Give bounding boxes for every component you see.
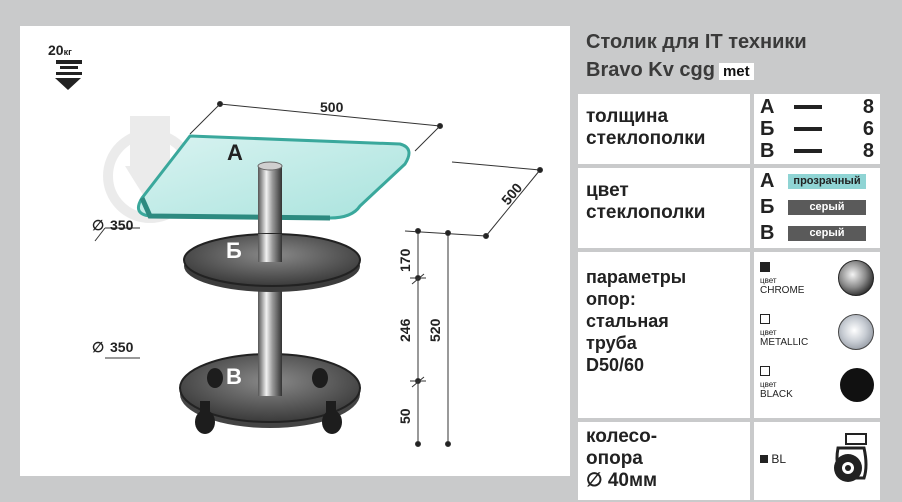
title-tag: met [718,63,754,80]
divider [750,168,754,248]
weight-unit: кг [63,47,72,57]
supports-label-2: опор: [586,289,636,309]
weight-value: 20 [48,42,64,58]
wheel-label-1: колесо- [586,426,658,447]
color-row: А прозрачный [760,170,876,192]
color-row: В серый [760,222,876,244]
color-label-1: цвет [586,180,629,201]
shelf-c-label: В [226,364,242,389]
color-section: цвет стеклополки А прозрачный Б серый В … [578,168,880,249]
dim-depth: 500 [498,180,525,208]
table-drawing: 500 500 ∅ 350 ∅ 350 170 246 50 520 А Б В [55,60,543,447]
support-option-chrome[interactable]: цвет CHROME [760,262,820,296]
divider [750,422,754,500]
color-swatch: серый [788,200,866,215]
supports-label-1: параметры [586,267,687,287]
dim-h-low: 50 [397,408,413,424]
checkbox-icon [760,314,770,324]
color-label-2: стеклополки [586,202,706,223]
divider [750,94,754,164]
color-swatch: серый [788,226,866,241]
divider [750,252,754,418]
checkbox-icon [760,455,768,463]
title-line-2: Bravo Kv cgg [586,59,715,81]
dim-diam-symbol-low: ∅ [92,339,104,355]
wheel-label-2: опора [586,448,643,469]
wheel-section: колесо- опора ∅ 40мм BL [578,422,880,501]
color-row: Б серый [760,196,876,218]
supports-label-4: труба [586,333,637,353]
support-option-metallic[interactable]: цвет METALLIC [760,314,820,348]
support-option-black[interactable]: цвет BLACK [760,366,820,400]
color-swatch: прозрачный [788,174,866,189]
product-drawing-panel: 500 500 ∅ 350 ∅ 350 170 246 50 520 А Б В… [20,26,570,476]
dim-diam-symbol-mid: ∅ [92,217,104,233]
wheel-label-3: ∅ 40мм [586,470,658,491]
dim-h-total: 520 [427,318,443,342]
shelf-a-label: А [227,140,243,165]
shelf-b-label: Б [226,238,242,263]
dim-width: 500 [320,99,344,115]
supports-label-3: стальная [586,311,669,331]
dim-diam-mid: 350 [110,217,134,233]
metallic-swatch-icon [838,314,874,350]
supports-label-5: D50/60 [586,355,645,375]
caster-wheel-icon [834,433,868,482]
checkbox-icon [760,262,770,272]
black-swatch-icon [840,368,874,402]
dim-h-mid: 246 [397,318,413,342]
dim-diam-low: 350 [110,339,134,355]
title-line-1: Столик для IT техники [586,31,807,53]
weight-label: 20кг [48,42,72,58]
wheel-code: BL [760,452,786,466]
thickness-label-2: стеклополки [586,128,706,149]
thickness-label-1: толщина [586,106,669,127]
dim-h-top: 170 [397,248,413,272]
supports-section: параметры опор: стальная труба D50/60 цв… [578,252,880,419]
weight-icon [55,60,82,90]
chrome-swatch-icon [838,260,874,296]
checkbox-icon [760,366,770,376]
